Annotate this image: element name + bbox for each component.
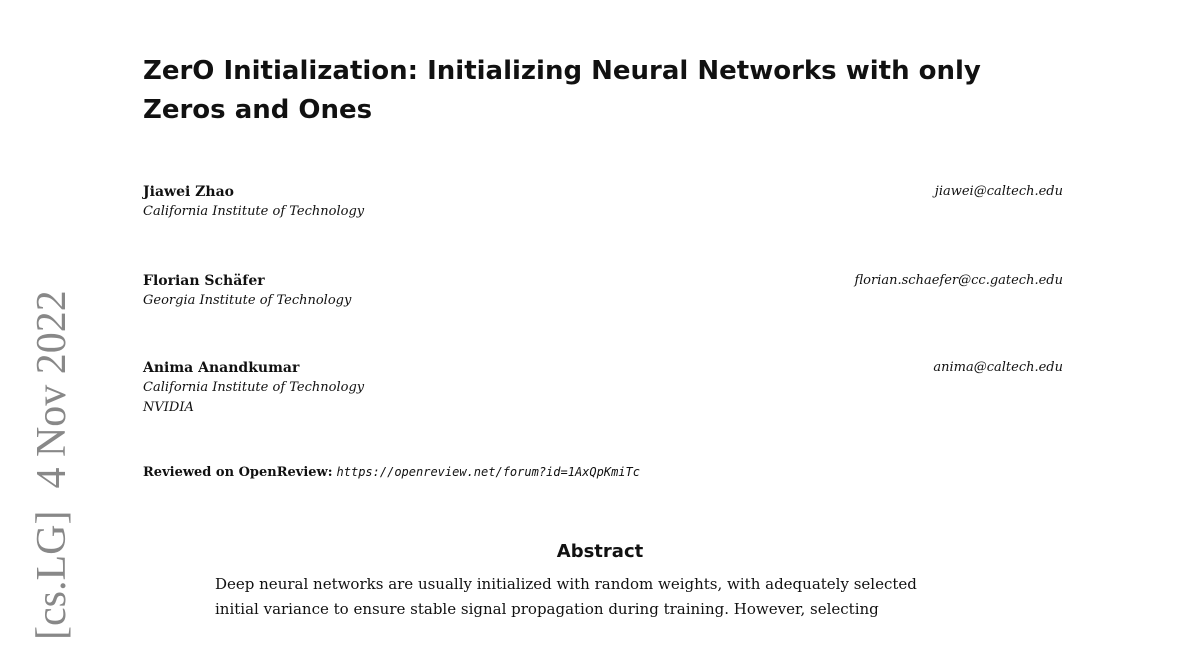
author-email[interactable]: jiawei@caltech.edu [934,184,1063,199]
author-name: Florian Schäfer [143,273,265,289]
arxiv-category: [cs.LG] [29,510,75,640]
title-line: Zeros and Ones [143,95,373,125]
review-line: Reviewed on OpenReview:https://openrevie… [143,465,640,480]
author-affiliation: Georgia Institute of Technology [143,293,352,308]
author-affiliation: NVIDIA [143,400,194,415]
arxiv-date: 4 Nov 2022 [29,290,75,489]
author-affiliation: California Institute of Technology [143,204,365,219]
title-line: ZerO Initialization: Initializing Neural… [143,56,981,86]
review-label: Reviewed on OpenReview: [143,465,333,480]
abstract-line: initial variance to ensure stable signal… [215,600,879,618]
author-name: Jiawei Zhao [143,184,234,200]
abstract-line: Deep neural networks are usually initial… [215,575,917,593]
author-email[interactable]: anima@caltech.edu [933,360,1063,375]
author-block: Anima Anandkumar California Institute of… [143,358,1063,418]
paper-title: ZerO Initialization: Initializing Neural… [143,52,1093,130]
author-block: Florian Schäfer Georgia Institute of Tec… [143,271,1063,311]
abstract-body: Deep neural networks are usually initial… [215,572,985,622]
author-affiliation: California Institute of Technology [143,380,365,395]
author-email[interactable]: florian.schaefer@cc.gatech.edu [854,273,1063,288]
arxiv-stamp: [cs.LG] 4 Nov 2022 [28,290,76,640]
review-url[interactable]: https://openreview.net/forum?id=1AxQpKmi… [336,465,640,479]
author-name: Anima Anandkumar [143,360,300,376]
author-block: Jiawei Zhao California Institute of Tech… [143,182,1063,222]
abstract-heading: Abstract [556,541,644,562]
